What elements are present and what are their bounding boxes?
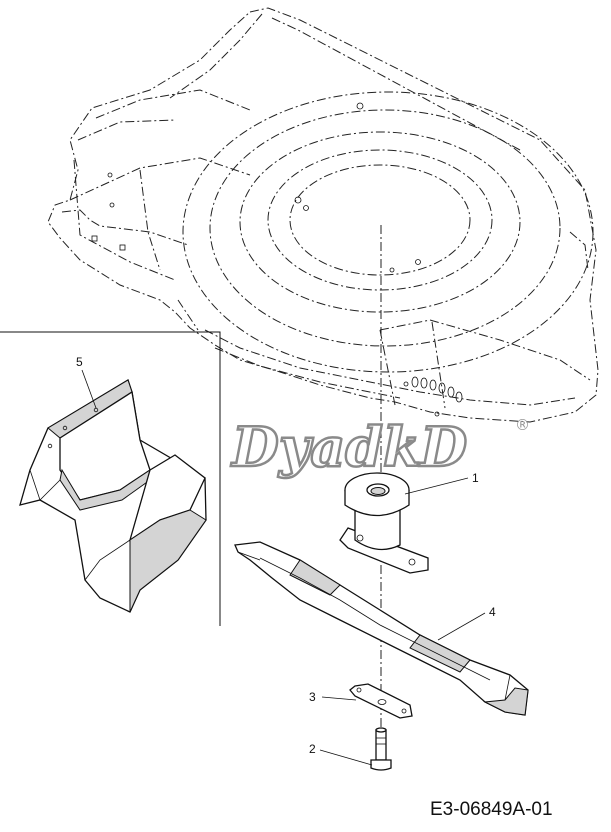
mower-blade <box>234 541 529 716</box>
rear-discharge-deflector <box>19 379 207 613</box>
callout-3: 3 <box>309 690 357 704</box>
callout-2-label: 2 <box>309 742 316 756</box>
callout-4-label: 4 <box>489 605 496 619</box>
blade-adapter <box>339 472 429 574</box>
registered-mark: ® <box>515 416 530 434</box>
callout-1: 1 <box>404 471 479 495</box>
callout-5-label: 5 <box>76 355 83 369</box>
mower-deck-housing <box>47 7 599 423</box>
blade-bolt <box>370 727 392 771</box>
callout-1-label: 1 <box>472 471 479 485</box>
vent-slots <box>403 376 463 417</box>
watermark-text: DyadkD <box>230 415 467 479</box>
blade-washer <box>349 683 413 719</box>
callout-4: 4 <box>437 605 496 641</box>
callout-3-label: 3 <box>309 690 316 704</box>
inset-frame <box>0 331 221 626</box>
callout-5: 5 <box>76 355 97 409</box>
drawing-code: E3-06849A-01 <box>430 799 553 820</box>
watermark: DyadkD ® <box>229 414 530 481</box>
callout-2: 2 <box>309 742 373 766</box>
